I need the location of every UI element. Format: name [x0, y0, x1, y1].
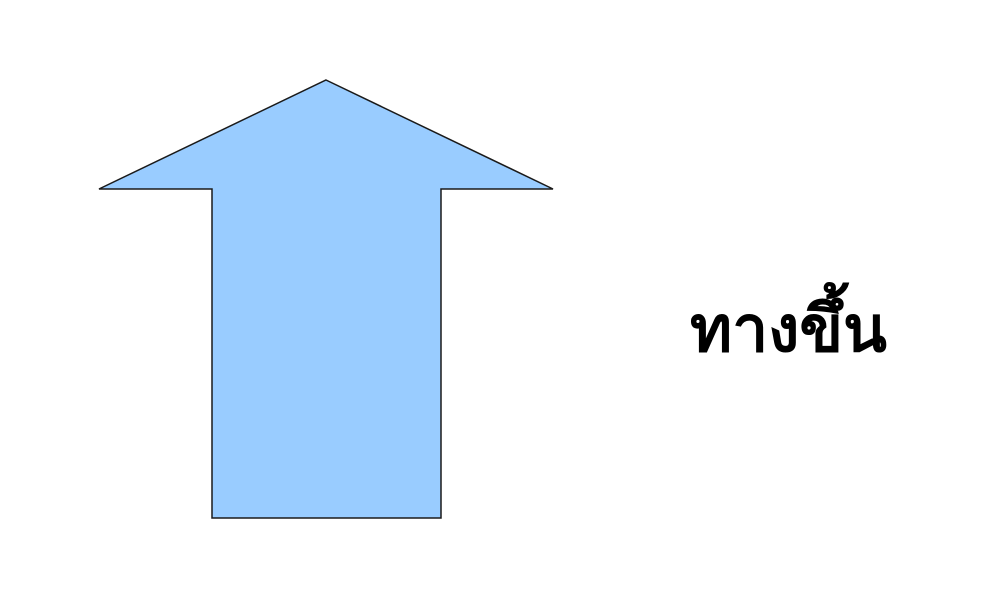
direction-label: ทางขึ้น — [690, 293, 887, 367]
up-arrow-shape — [98, 79, 554, 519]
